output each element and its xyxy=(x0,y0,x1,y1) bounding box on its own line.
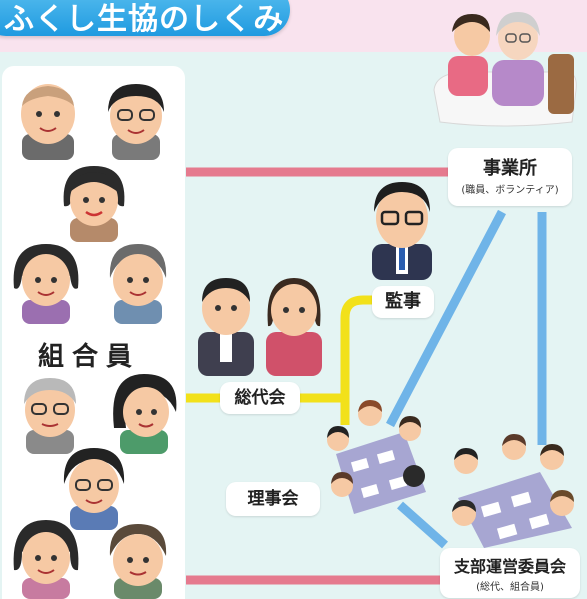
member-face-icon xyxy=(24,378,76,454)
yellow-line xyxy=(186,295,372,425)
member-face-icon xyxy=(13,520,79,599)
member-face-icon xyxy=(109,524,167,599)
member-face-icon xyxy=(108,84,164,160)
title-pill xyxy=(0,0,290,36)
board-meeting-icon xyxy=(327,400,426,514)
node-office: 事業所 (職員、ボランティア) xyxy=(448,148,572,206)
branch-meeting-icon xyxy=(452,434,574,548)
node-board: 理事会 xyxy=(226,482,320,516)
delegates-people-icon xyxy=(198,278,322,376)
node-delegates: 総代会 xyxy=(220,382,300,414)
member-face-icon xyxy=(63,166,125,242)
blue-line-office-board xyxy=(386,209,506,428)
blue-line-board-branch xyxy=(397,501,448,549)
node-branch-title: 支部運営委員会 xyxy=(453,557,566,576)
node-office-title: 事業所 xyxy=(483,158,537,179)
node-auditor: 監事 xyxy=(372,286,434,318)
members-label: 組合員 xyxy=(37,342,140,372)
node-office-subtitle: (職員、ボランティア) xyxy=(461,185,559,196)
member-face-icon xyxy=(109,244,167,324)
node-branch-subtitle: (総代、組合員) xyxy=(476,582,544,593)
member-face-icon xyxy=(13,244,79,324)
auditor-person-icon xyxy=(372,182,432,280)
member-face-icon xyxy=(21,84,75,160)
page-title: ふくし生協のしくみ xyxy=(4,2,285,37)
care-worker-elderly-icon xyxy=(433,12,577,127)
member-face-icon xyxy=(113,374,177,454)
member-face-icon xyxy=(63,448,125,530)
node-branch: 支部運営委員会 (総代、組合員) xyxy=(440,548,580,598)
